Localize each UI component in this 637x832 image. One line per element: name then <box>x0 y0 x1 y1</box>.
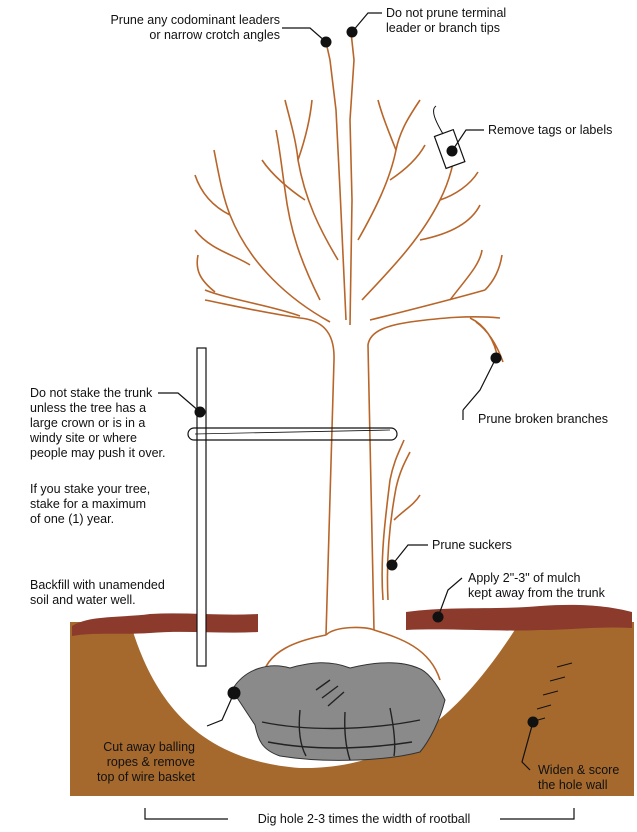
leader <box>326 32 354 325</box>
sucker <box>382 440 420 600</box>
label-backfill: Backfill with unamended soil and water w… <box>30 578 210 608</box>
rootball <box>232 663 445 761</box>
label-prune-suckers: Prune suckers <box>432 538 582 553</box>
trunk <box>205 300 334 635</box>
tag-icon <box>434 106 465 168</box>
label-stake-duration: If you stake your tree, stake for a maxi… <box>30 482 210 527</box>
label-stake-trunk: Do not stake the trunk unless the tree h… <box>30 386 210 461</box>
trunk-inner <box>326 627 374 635</box>
branch-right-3 <box>358 100 425 240</box>
branch-left-1 <box>195 150 330 322</box>
branch-left-3 <box>262 100 338 260</box>
label-terminal-leader: Do not prune terminal leader or branch t… <box>386 6 616 36</box>
branch-right-2 <box>370 250 502 320</box>
mulch-left <box>72 613 258 636</box>
tree-tie <box>188 428 397 440</box>
branch-right-1 <box>362 140 480 300</box>
label-balling-ropes: Cut away balling ropes & remove top of w… <box>60 740 195 785</box>
label-broken-branches: Prune broken branches <box>478 412 633 427</box>
label-codominant-leaders: Prune any codominant leaders or narrow c… <box>60 13 280 43</box>
label-remove-tags: Remove tags or labels <box>488 123 633 138</box>
label-widen-score: Widen & score the hole wall <box>538 763 636 793</box>
label-mulch: Apply 2"-3" of mulch kept away from the … <box>468 571 636 601</box>
label-dig-hole: Dig hole 2-3 times the width of rootball <box>228 812 500 827</box>
